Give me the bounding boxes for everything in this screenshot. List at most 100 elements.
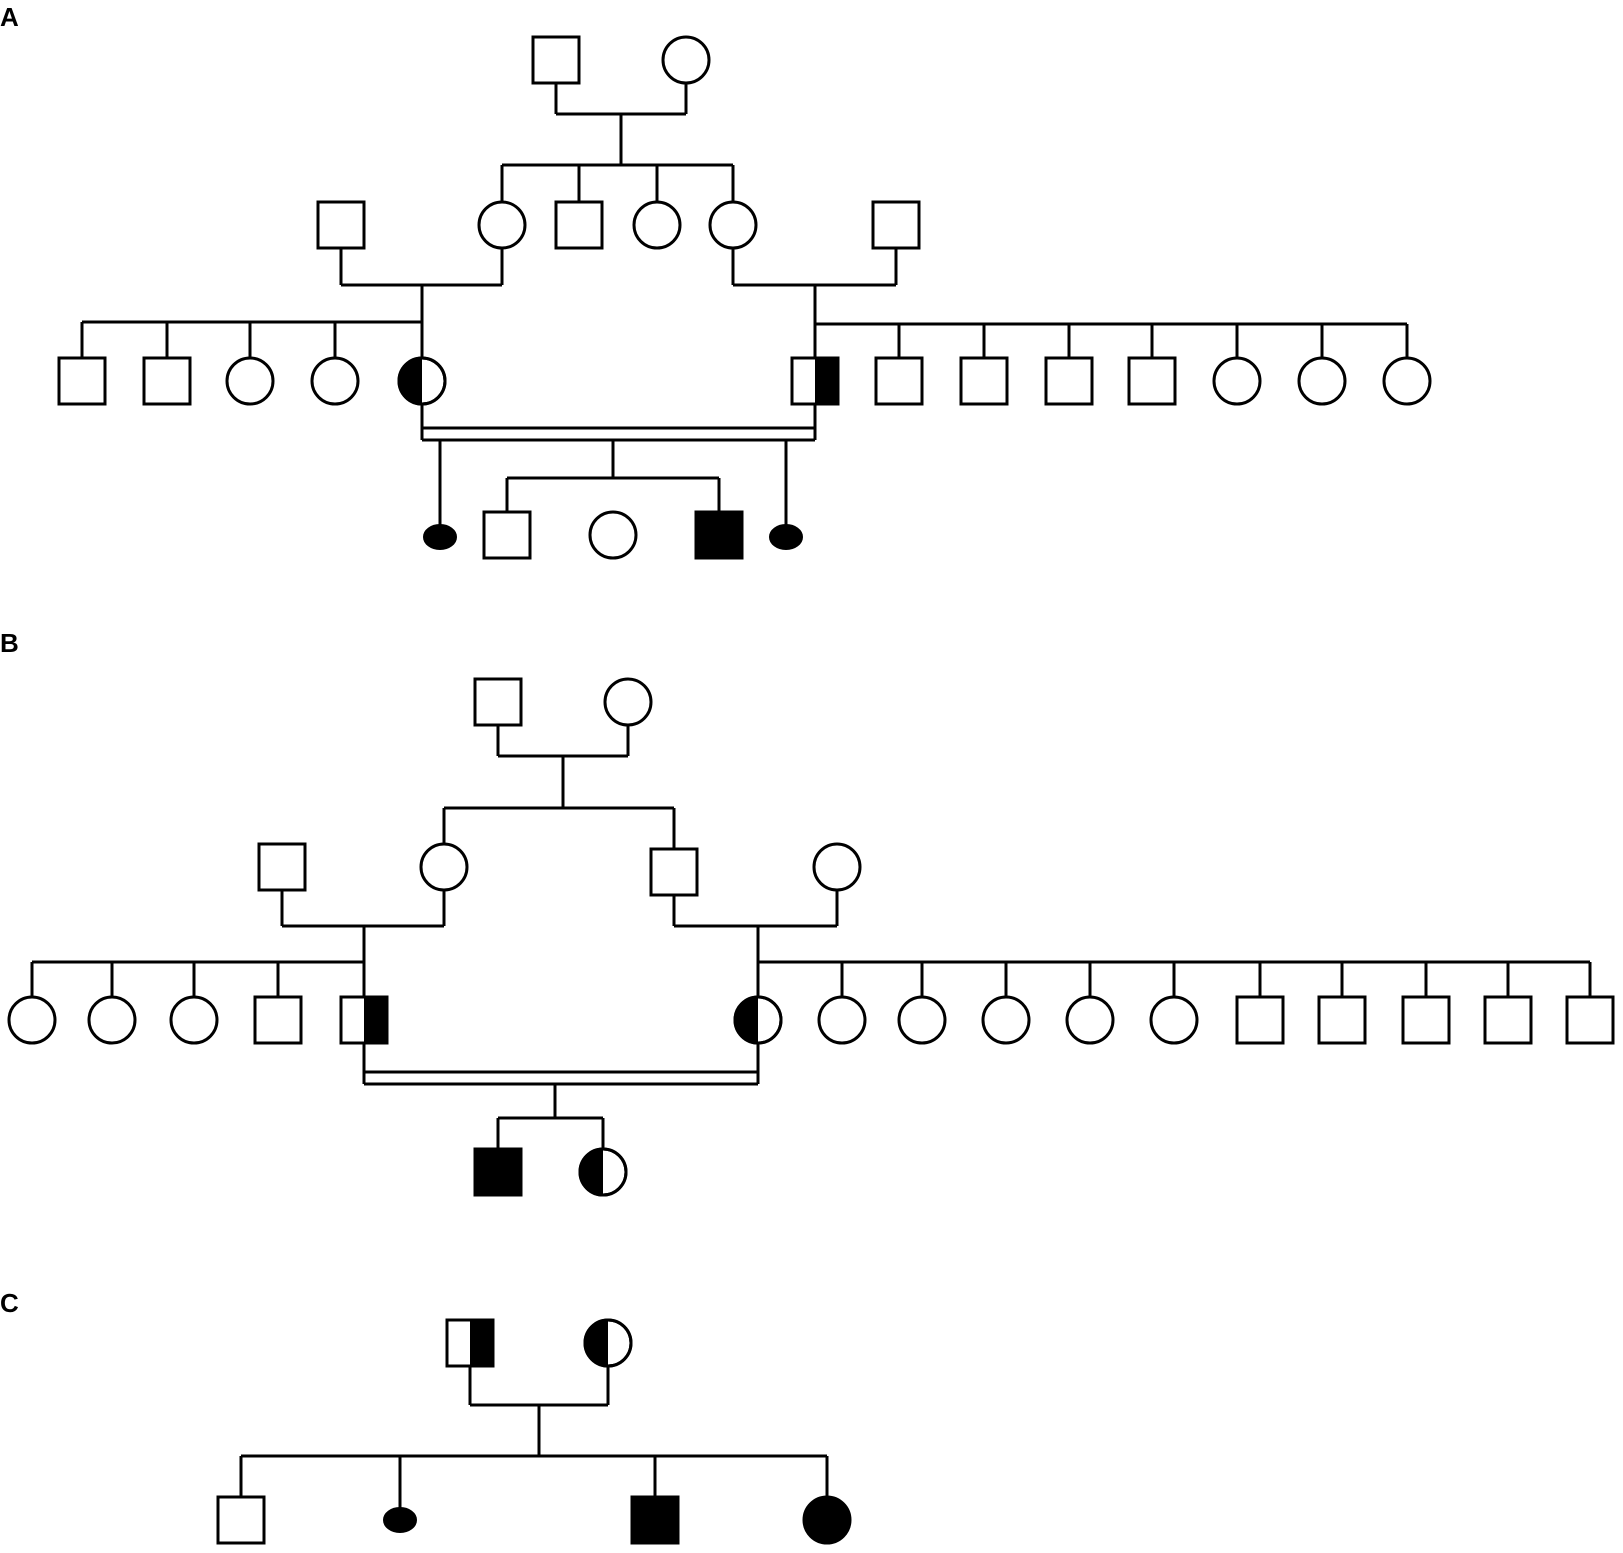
- male-symbol: [871, 200, 921, 250]
- pedigree-member-unaffected-male: [473, 677, 523, 727]
- carrier-half-fill: [399, 358, 422, 404]
- male-symbol: [482, 510, 532, 560]
- female-symbol: [1065, 995, 1115, 1045]
- pedigree-member-unaffected-female: [1297, 356, 1347, 406]
- pedigree-member-affected-male: [473, 1147, 523, 1197]
- male-symbol: [1317, 995, 1367, 1045]
- male-symbol: [630, 1495, 680, 1545]
- pedigree-member-unaffected-male: [554, 200, 604, 250]
- pedigree-member-carrier-female: [733, 995, 783, 1045]
- pedigree-member-unaffected-male: [959, 356, 1009, 406]
- male-symbol: [531, 35, 581, 85]
- pedigree-member-unaffected-male: [1127, 356, 1177, 406]
- female-outline: [578, 1147, 628, 1197]
- pedigree-member-pregnancy-loss-unknown: [423, 524, 457, 550]
- pedigree-member-unaffected-male: [482, 510, 532, 560]
- female-symbol: [981, 995, 1031, 1045]
- pedigree-member-pregnancy-loss-unknown: [383, 1507, 417, 1533]
- pedigree-member-unaffected-female: [310, 356, 360, 406]
- pedigree-member-affected-male: [630, 1495, 680, 1545]
- female-symbol: [169, 995, 219, 1045]
- male-symbol: [1401, 995, 1451, 1045]
- pedigree-member-unaffected-female: [588, 510, 638, 560]
- female-symbol: [419, 842, 469, 892]
- pedigree-member-unaffected-male: [1565, 995, 1615, 1045]
- female-symbol: [603, 677, 653, 727]
- pedigree-member-unaffected-male: [1317, 995, 1367, 1045]
- male-symbol: [473, 677, 523, 727]
- carrier-half-fill: [580, 1149, 603, 1195]
- carrier-half-fill: [585, 1320, 608, 1366]
- female-outline: [733, 995, 783, 1045]
- carrier-half-fill: [364, 997, 387, 1043]
- pedigree-member-carrier-male: [445, 1318, 495, 1368]
- panel-label-a: A: [0, 2, 19, 32]
- male-outline: [445, 1318, 495, 1368]
- pedigree-member-unaffected-female: [1149, 995, 1199, 1045]
- pedigree-member-unaffected-female: [661, 35, 711, 85]
- female-symbol: [812, 842, 862, 892]
- pedigree-member-carrier-male: [339, 995, 389, 1045]
- pedigree-member-unaffected-male: [257, 842, 307, 892]
- pedigree-member-unaffected-female: [1382, 356, 1432, 406]
- male-symbol: [216, 1495, 266, 1545]
- male-symbol: [473, 1147, 523, 1197]
- pedigree-member-unaffected-male: [1483, 995, 1533, 1045]
- pregnancy-loss-symbol: [423, 524, 457, 550]
- male-symbol: [694, 510, 744, 560]
- pedigree-member-unaffected-female: [1065, 995, 1115, 1045]
- pedigree-member-affected-male: [694, 510, 744, 560]
- male-symbol: [57, 356, 107, 406]
- male-outline: [339, 995, 389, 1045]
- pedigree-member-unaffected-male: [316, 200, 366, 250]
- pedigree-member-pregnancy-loss-unknown: [769, 524, 803, 550]
- pedigree-member-carrier-female: [583, 1318, 633, 1368]
- pedigree-member-unaffected-female: [897, 995, 947, 1045]
- female-symbol: [632, 200, 682, 250]
- panel-label-b: B: [0, 628, 19, 658]
- female-outline: [583, 1318, 633, 1368]
- male-symbol: [257, 842, 307, 892]
- pedigree-member-unaffected-female: [87, 995, 137, 1045]
- male-symbol: [1127, 356, 1177, 406]
- pedigree-member-unaffected-female: [1212, 356, 1262, 406]
- pedigree-member-unaffected-female: [477, 200, 527, 250]
- male-symbol: [1044, 356, 1094, 406]
- pedigree-member-unaffected-male: [57, 356, 107, 406]
- pedigree-member-unaffected-female: [817, 995, 867, 1045]
- pedigree-member-unaffected-male: [531, 35, 581, 85]
- pedigree-member-carrier-female: [397, 356, 447, 406]
- female-symbol: [661, 35, 711, 85]
- pedigree-member-unaffected-female: [981, 995, 1031, 1045]
- pedigree-member-unaffected-male: [874, 356, 924, 406]
- pedigree-member-unaffected-male: [649, 847, 699, 897]
- female-symbol: [817, 995, 867, 1045]
- male-symbol: [1483, 995, 1533, 1045]
- pedigree-member-unaffected-female: [419, 842, 469, 892]
- female-symbol: [1212, 356, 1262, 406]
- pedigree-member-unaffected-male: [253, 995, 303, 1045]
- pedigree-member-unaffected-male: [871, 200, 921, 250]
- carrier-half-fill: [470, 1320, 493, 1366]
- female-symbol: [477, 200, 527, 250]
- pedigree-member-unaffected-male: [216, 1495, 266, 1545]
- male-symbol: [554, 200, 604, 250]
- carrier-half-fill: [815, 358, 838, 404]
- pedigree-lines: [30, 83, 1592, 1508]
- pedigree-member-unaffected-female: [7, 995, 57, 1045]
- female-symbol: [310, 356, 360, 406]
- male-symbol: [649, 847, 699, 897]
- female-symbol: [225, 356, 275, 406]
- female-symbol: [708, 200, 758, 250]
- male-symbol: [959, 356, 1009, 406]
- pedigree-member-unaffected-female: [225, 356, 275, 406]
- pedigree-member-unaffected-male: [142, 356, 192, 406]
- pedigree-member-unaffected-female: [812, 842, 862, 892]
- pregnancy-loss-symbol: [769, 524, 803, 550]
- pedigree-member-unaffected-female: [708, 200, 758, 250]
- female-outline: [397, 356, 447, 406]
- female-symbol: [1149, 995, 1199, 1045]
- male-symbol: [316, 200, 366, 250]
- pregnancy-loss-symbol: [383, 1507, 417, 1533]
